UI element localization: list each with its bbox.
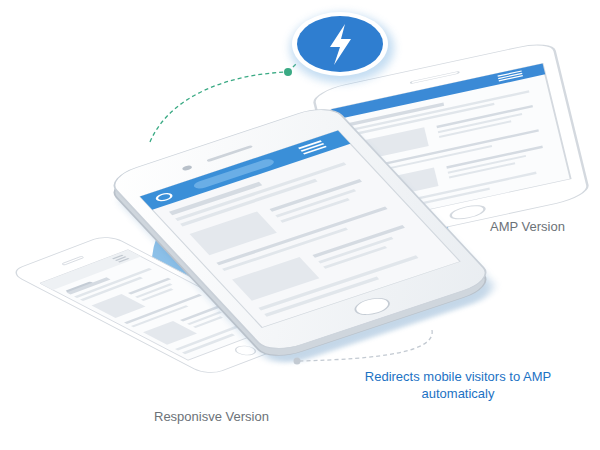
leader-dot <box>284 68 292 76</box>
dashed-leader <box>150 72 288 142</box>
amp-version-label: AMP Version <box>490 218 565 235</box>
dashed-leader <box>300 330 432 361</box>
leader-dot <box>294 358 301 365</box>
redirect-note: Redirects mobile visitors to AMP automat… <box>362 368 554 402</box>
amp-bolt-badge <box>290 12 394 83</box>
center-phone <box>105 103 495 355</box>
responsive-version-label: Responisve Version <box>154 408 269 425</box>
